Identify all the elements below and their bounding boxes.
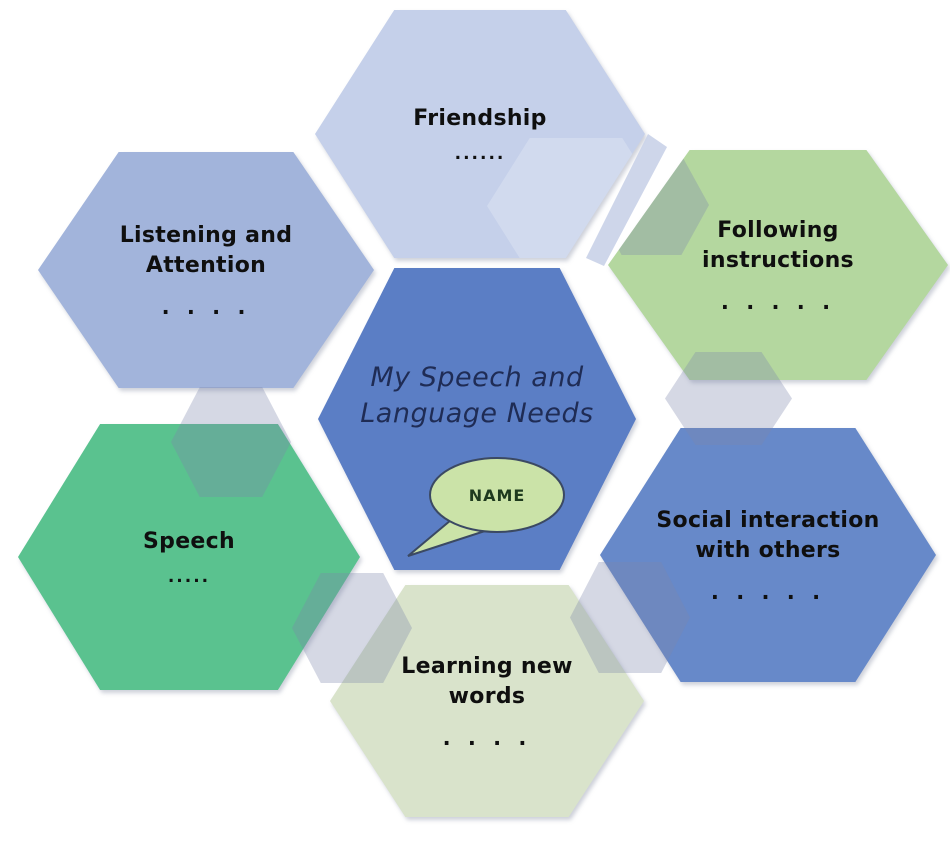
hexagon-learning-shape: Learning new words . . . . <box>330 585 644 817</box>
hexagon-label: Speech <box>143 528 235 554</box>
junction-overlay-hexagon <box>171 387 291 497</box>
hexagon-learning-new-words: Learning new words . . . . <box>330 585 644 817</box>
hexagon-label: words <box>448 684 526 709</box>
hexagon-dots: . . . . <box>442 726 532 751</box>
hexagon-center-title: My Speech and Language Needs NAME <box>318 268 636 570</box>
hexagon-center-shape: My Speech and Language Needs NAME <box>318 268 636 570</box>
hexagon-speech-content: Speech ..... <box>143 527 235 587</box>
hexagon-speech: Speech ..... <box>18 424 360 690</box>
hexagon-following-instructions: Following instructions . . . . . <box>608 150 948 380</box>
hexagon-dots: . . . . . <box>720 290 836 315</box>
hexagon-learning-content: Learning new words . . . . <box>401 652 572 751</box>
hexagon-dots: . . . . <box>161 295 251 320</box>
hexagon-speech-shape: Speech ..... <box>18 424 360 690</box>
hexagon-dots: ...... <box>454 144 506 165</box>
diagram-title: Language Needs <box>360 397 594 429</box>
hexagon-label: with others <box>695 538 841 563</box>
hexagon-friendship-content: Friendship ...... <box>413 104 546 164</box>
junction-overlay-hexagon <box>665 352 792 445</box>
junction-overlay-hexagon <box>292 573 412 683</box>
hexagon-following-shape: Following instructions . . . . . <box>608 150 948 380</box>
hexagon-social-content: Social interaction with others . . . . . <box>656 506 879 605</box>
junction-overlay-hexagon <box>608 155 709 255</box>
hexagon-social-interaction: Social interaction with others . . . . . <box>600 428 936 682</box>
speech-bubble-body <box>429 457 565 533</box>
hexagon-label: Learning new <box>401 653 573 679</box>
hexagon-dots: ..... <box>167 567 211 588</box>
hexagon-following-content: Following instructions . . . . . <box>702 216 854 315</box>
hexagon-label: Friendship <box>413 105 547 131</box>
diagram-title: My Speech and <box>370 362 584 393</box>
hexagon-label: Listening and <box>119 222 293 248</box>
hexagon-dots: . . . . . <box>710 580 826 605</box>
hexagon-label: Attention <box>145 253 267 278</box>
name-placeholder-text: NAME <box>469 486 526 505</box>
hexagon-label: instructions <box>702 248 854 273</box>
hexagon-listening-shape: Listening and Attention . . . . <box>38 152 374 388</box>
hexagon-label: Following <box>717 217 839 243</box>
hexagon-label: Social interaction <box>656 507 880 533</box>
junction-overlay-hexagon <box>570 562 690 673</box>
hexagon-center-content: My Speech and Language Needs <box>318 268 636 570</box>
hexagon-social-shape: Social interaction with others . . . . . <box>600 428 936 682</box>
hexagon-listening-content: Listening and Attention . . . . <box>120 221 293 320</box>
hexagon-listening-and-attention: Listening and Attention . . . . <box>38 152 374 388</box>
name-speech-bubble: NAME <box>407 457 565 557</box>
